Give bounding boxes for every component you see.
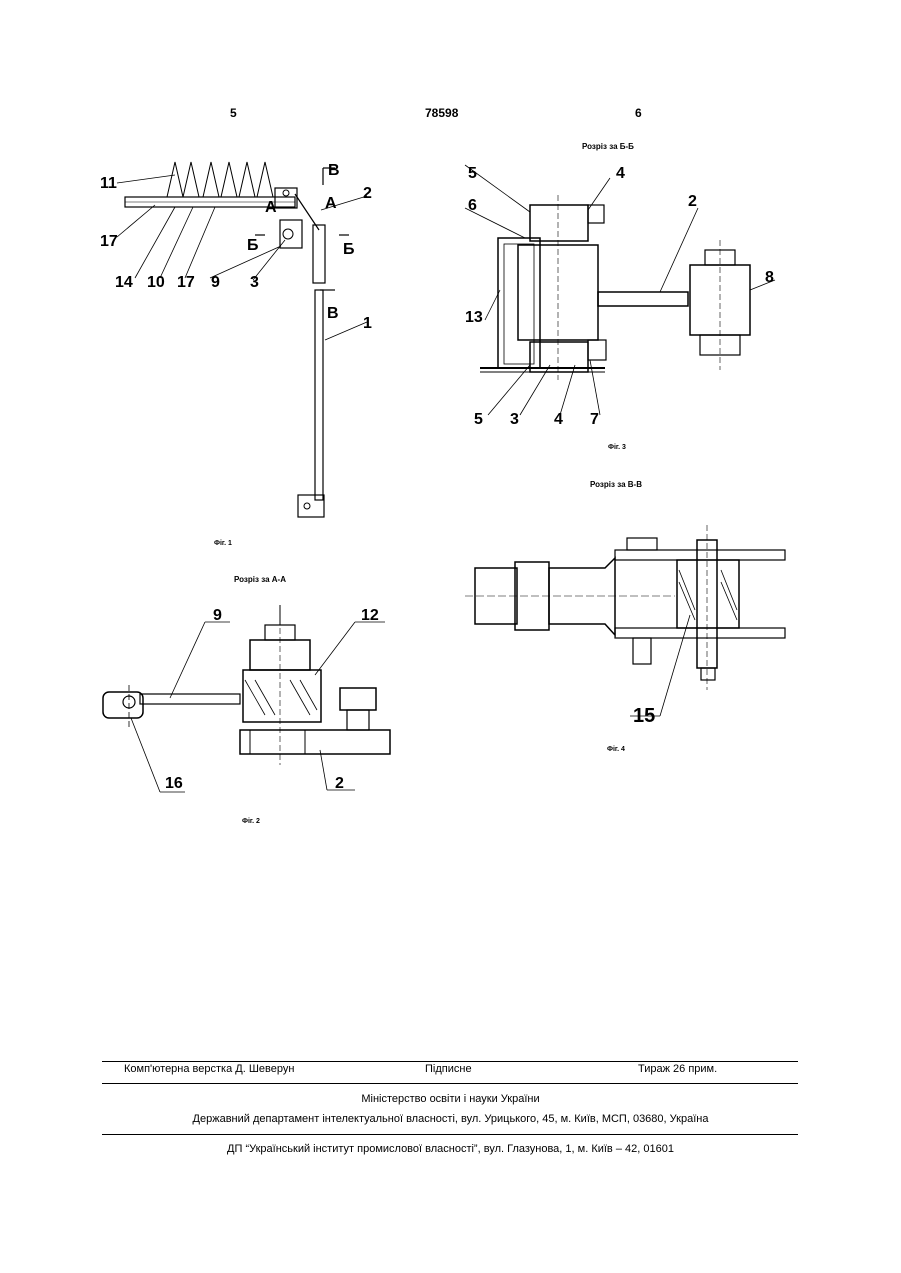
fig1-label: 1 — [363, 315, 372, 332]
footer-layout-credit: Комп'ютерна верстка Д. Шеверун — [124, 1063, 294, 1075]
footer-department: Державний департамент інтелектуальної вл… — [0, 1113, 901, 1125]
fig3-label: 6 — [468, 197, 477, 214]
figure-3-caption: Фіг. 3 — [608, 444, 626, 451]
figure-4-section-title: Розріз за В-В — [590, 480, 642, 489]
footer-signed: Підписне — [425, 1063, 472, 1075]
patent-number: 78598 — [425, 106, 458, 120]
footer-rule-middle — [102, 1083, 798, 1084]
fig3-label: 5 — [468, 165, 477, 182]
figure-3-labels: 5 4 6 2 8 13 5 3 4 7 — [460, 150, 790, 450]
fig1-label: В — [327, 305, 339, 322]
fig1-label: 14 — [115, 274, 133, 291]
fig3-label: 13 — [465, 309, 483, 326]
fig1-label: 3 — [250, 274, 259, 291]
fig1-label: Б — [247, 237, 259, 254]
fig2-label: 9 — [213, 607, 222, 624]
fig1-label: 17 — [177, 274, 195, 291]
fig1-label: 9 — [211, 274, 220, 291]
fig2-label: 16 — [165, 775, 183, 792]
fig2-label: 2 — [335, 775, 344, 792]
fig1-label: В — [328, 162, 340, 179]
fig1-label: 17 — [100, 233, 118, 250]
footer-ministry: Міністерство освіти і науки України — [0, 1093, 901, 1105]
figure-4-labels: 15 — [465, 520, 790, 740]
fig1-label: 11 — [100, 175, 117, 192]
footer-rule-bottom — [102, 1134, 798, 1135]
fig1-label: А — [325, 195, 337, 212]
figure-4-caption: Фіг. 4 — [607, 746, 625, 753]
fig1-label: 2 — [363, 185, 372, 202]
page-number-right: 6 — [635, 106, 642, 120]
figure-1-caption: Фіг. 1 — [214, 540, 232, 547]
footer-rule-top — [102, 1061, 798, 1062]
figure-2-labels: 9 12 16 2 — [95, 590, 405, 820]
fig1-label: А — [265, 199, 277, 216]
fig2-label: 12 — [361, 607, 379, 624]
fig3-label: 3 — [510, 411, 519, 428]
fig3-label: 2 — [688, 193, 697, 210]
fig3-label: 8 — [765, 269, 774, 286]
footer-institute: ДП “Український інститут промислової вла… — [0, 1143, 901, 1155]
footer-circulation: Тираж 26 прим. — [638, 1063, 717, 1075]
page-number-left: 5 — [230, 106, 237, 120]
fig3-label: 4 — [616, 165, 625, 182]
fig4-label: 15 — [633, 705, 655, 727]
fig1-label: 10 — [147, 274, 165, 291]
fig1-label: Б — [343, 241, 355, 258]
figure-2-caption: Фіг. 2 — [242, 818, 260, 825]
fig3-label: 5 — [474, 411, 483, 428]
fig3-label: 7 — [590, 411, 599, 428]
figure-2-section-title: Розріз за А-А — [234, 575, 286, 584]
figure-1-labels: 11 17 14 10 17 9 3 Б А А 2 В Б В 1 — [95, 150, 395, 550]
fig3-label: 4 — [554, 411, 563, 428]
